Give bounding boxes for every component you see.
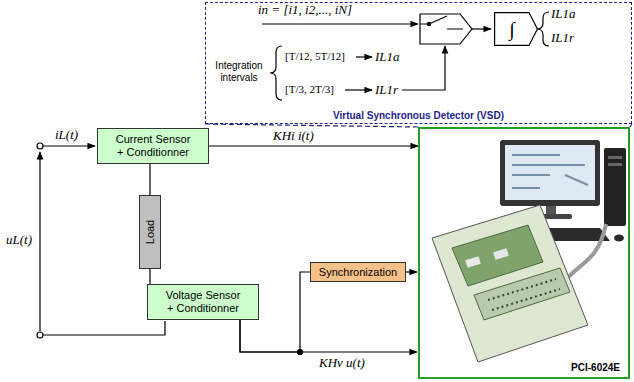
voltage-arrow (39, 152, 40, 331)
edge-label: KHi i(t) (272, 128, 315, 144)
node-text: Synchronization (319, 266, 397, 278)
control-line (402, 46, 445, 90)
switch-symbol (420, 14, 472, 44)
interval: [T/3, 2T/3] (285, 83, 334, 95)
output-name: IL1r (551, 30, 574, 46)
current-wire (43, 145, 95, 146)
zoom-line (205, 124, 418, 127)
sync-box: Synchronization (310, 262, 406, 282)
output-name: IL1a (551, 6, 576, 22)
return-wire (43, 321, 165, 335)
daq-panel: PCI-6024E (418, 127, 630, 379)
node-text: ∫ (509, 18, 514, 41)
signal-wire (406, 271, 417, 272)
brace (270, 46, 282, 100)
brace (537, 12, 549, 46)
sensor-box: Current Sensor + Conditionner (97, 128, 209, 164)
computer-illustration (432, 140, 626, 362)
signal-wire (149, 269, 150, 284)
edge-label: KHv u(t) (318, 355, 366, 371)
zoom-line (630, 124, 632, 127)
switch-output (472, 28, 491, 29)
integrator-outline (494, 12, 538, 46)
interval-arrow (356, 56, 372, 57)
switch-blade (420, 16, 463, 29)
node-text: Virtual Synchronous Detector (VSD) (333, 110, 504, 121)
sensor-box: Voltage Sensor + Conditionner (147, 284, 259, 320)
signal-name: uL(t) (6, 232, 32, 248)
switch-pivot (427, 22, 430, 25)
node-text: Load (144, 220, 156, 244)
node-text: PCI-6024E (569, 362, 622, 373)
interval-arrow (345, 89, 372, 90)
node-text: Voltage Sensor + Conditionner (164, 289, 243, 315)
terminal (37, 332, 43, 338)
output-name: IL1a (375, 49, 400, 65)
signal-wire (149, 164, 150, 195)
signal-name: iL(t) (55, 127, 78, 143)
signal-wire (209, 145, 418, 146)
signal-name: in = [i1, i2,..., iN] (258, 2, 352, 18)
node-text: Current Sensor + Conditionner (114, 133, 193, 159)
signal-wire (240, 320, 417, 352)
interval: [T/12, 5T/12] (285, 50, 345, 62)
input-arrow (262, 23, 418, 24)
note: Integration intervals (208, 60, 270, 84)
terminal (37, 143, 43, 149)
load-box: Load (139, 195, 161, 269)
integrator-block: ∫ (494, 12, 538, 46)
output-name: IL1r (375, 82, 398, 98)
